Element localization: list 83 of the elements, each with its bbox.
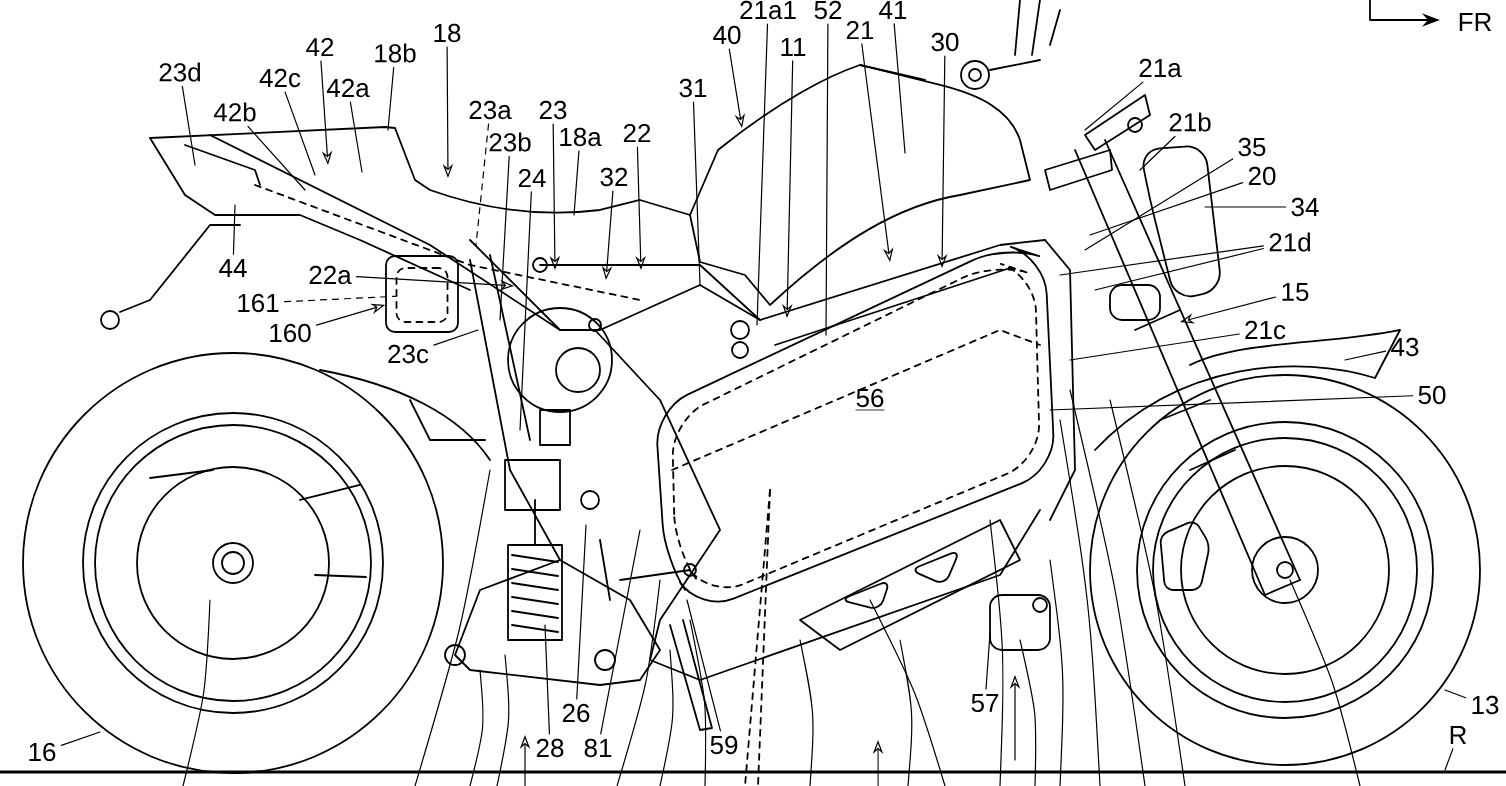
- leader-line: [1049, 395, 1414, 411]
- callout-number: 18b: [375, 43, 416, 63]
- leader-line: [387, 66, 395, 131]
- callout-number: 43: [1391, 337, 1419, 357]
- callout-number: 20: [1248, 166, 1276, 186]
- leader-line: [433, 329, 479, 346]
- leader-line: [686, 599, 721, 732]
- callout-number: 50: [1418, 385, 1446, 405]
- leader-line: [1204, 206, 1287, 208]
- leader-line: [1089, 182, 1244, 236]
- leader-line: [985, 632, 991, 690]
- leader-line: [1139, 135, 1176, 171]
- leader-line: [1444, 748, 1454, 771]
- leader-line: [1084, 158, 1234, 251]
- callout-number: 40: [713, 25, 741, 45]
- leader-line: [349, 101, 363, 173]
- callout-number: 23: [539, 100, 567, 120]
- leader-line: [573, 150, 580, 216]
- leader-line: [1084, 81, 1144, 131]
- leader-line: [232, 204, 236, 255]
- leader-line: [519, 191, 532, 431]
- leader-line: [1444, 689, 1467, 699]
- leader-line: [1344, 350, 1387, 361]
- bracket-outline: [385, 255, 459, 333]
- callout-number: 161: [238, 293, 279, 313]
- callout-number: 44: [219, 259, 247, 277]
- leader-line: [247, 125, 306, 191]
- callout-number: 35: [1238, 137, 1266, 157]
- callout-number: 16: [29, 742, 56, 762]
- callout-number: 21a: [1139, 58, 1182, 78]
- callout-number: 30: [931, 32, 959, 52]
- callout-number: 21a1: [740, 0, 796, 20]
- callout-number: 41: [879, 1, 907, 19]
- callout-number: 24: [518, 168, 546, 188]
- leader-line: [60, 731, 101, 746]
- callout-number: 23d: [159, 62, 201, 82]
- leader-line: [1069, 333, 1240, 361]
- leader-line: [284, 295, 397, 303]
- callout-number: 32: [600, 167, 628, 187]
- callout-number: 59: [710, 735, 738, 755]
- callout-number: 18a: [560, 127, 602, 147]
- callout-number: 81: [584, 738, 612, 758]
- leader-line: [544, 624, 551, 735]
- callout-number: 21b: [1169, 112, 1211, 132]
- leader-line: [756, 23, 769, 326]
- callout-number: 18: [434, 23, 461, 43]
- callout-number: 23a: [469, 100, 512, 120]
- callout-number: 21c: [1245, 320, 1286, 340]
- callout-number: R: [1450, 726, 1467, 744]
- callout-number: 56: [855, 388, 885, 411]
- callout-number: 28: [536, 738, 564, 758]
- callout-number: 15: [1282, 282, 1309, 302]
- leader-line: [475, 123, 490, 246]
- callout-number: 22: [623, 123, 651, 143]
- leader-line: [600, 529, 641, 735]
- callout-number: 34: [1291, 197, 1319, 217]
- callout-number: 21: [846, 20, 874, 40]
- callout-number: 52: [814, 0, 842, 20]
- direction-label: FR: [1459, 13, 1492, 31]
- callout-number: 160: [270, 323, 311, 343]
- callout-number: 42a: [326, 78, 370, 98]
- callout-number: 22a: [309, 265, 352, 285]
- callout-number: 42b: [213, 102, 256, 122]
- leader-line: [181, 85, 196, 166]
- leader-line: [893, 23, 906, 154]
- callout-number: 23b: [489, 132, 531, 152]
- leader-line: [576, 524, 587, 700]
- leader-line: [1094, 247, 1264, 291]
- leader-line: [1059, 245, 1264, 276]
- callout-number: 31: [679, 78, 707, 98]
- callout-number: 57: [971, 693, 999, 713]
- callout-number: 42c: [259, 68, 301, 88]
- callout-number: 13: [1472, 695, 1499, 715]
- leader-line: [284, 91, 316, 176]
- callout-number: 23c: [388, 344, 429, 364]
- callout-number: 26: [562, 703, 590, 723]
- leader-line: [825, 23, 829, 336]
- leader-line: [692, 101, 701, 286]
- leader-line: [499, 155, 510, 321]
- bracket-outline: [395, 267, 449, 323]
- callout-number: 42: [306, 37, 334, 57]
- callout-number: 11: [781, 38, 806, 56]
- callout-number: 21d: [1269, 232, 1310, 252]
